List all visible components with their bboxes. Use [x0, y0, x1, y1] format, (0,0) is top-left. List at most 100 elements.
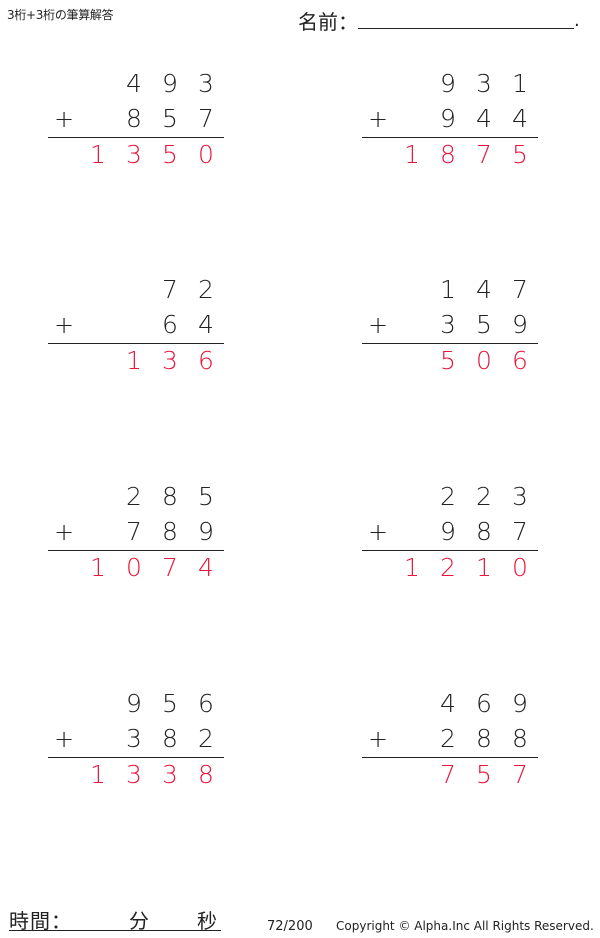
answer-digit: 8: [440, 140, 456, 169]
digit: 7: [126, 517, 142, 546]
name-label: 名前：: [298, 10, 358, 34]
answer-digit: 5: [162, 140, 178, 169]
digit: 4: [126, 69, 142, 98]
page-number: 72/200: [267, 919, 313, 934]
answer-digit: 6: [512, 346, 528, 375]
name-underline[interactable]: [358, 28, 574, 29]
answer-digit: 1: [404, 140, 420, 169]
sum-line: [362, 550, 538, 551]
answer-digit: 0: [126, 553, 142, 582]
plus-sign: +: [368, 725, 389, 753]
sum-line: [362, 757, 538, 758]
digit: 4: [440, 689, 456, 718]
sum-line: [362, 137, 538, 138]
digit: 9: [126, 689, 142, 718]
digit: 6: [162, 310, 178, 339]
answer-digit: 1: [90, 760, 106, 789]
digit: 2: [198, 724, 214, 753]
digit: 3: [126, 724, 142, 753]
digit: 2: [476, 482, 492, 511]
digit: 4: [512, 104, 528, 133]
digit: 3: [198, 69, 214, 98]
answer-digit: 0: [198, 140, 214, 169]
sum-line: [48, 757, 224, 758]
name-terminator: .: [574, 10, 580, 31]
time-underline: [9, 930, 221, 931]
answer-digit: 1: [404, 553, 420, 582]
plus-sign: +: [54, 518, 75, 546]
time-record[interactable]: 時間： 分 秒: [9, 905, 223, 933]
digit: 5: [476, 310, 492, 339]
plus-sign: +: [54, 105, 75, 133]
digit: 2: [198, 275, 214, 304]
digit: 4: [476, 104, 492, 133]
digit: 2: [126, 482, 142, 511]
digit: 3: [440, 310, 456, 339]
digit: 6: [198, 689, 214, 718]
plus-sign: +: [368, 518, 389, 546]
digit: 8: [162, 482, 178, 511]
digit: 9: [512, 689, 528, 718]
digit: 5: [162, 689, 178, 718]
digit: 9: [440, 69, 456, 98]
digit: 1: [512, 69, 528, 98]
digit: 8: [512, 724, 528, 753]
digit: 7: [198, 104, 214, 133]
plus-sign: +: [54, 725, 75, 753]
digit: 4: [198, 310, 214, 339]
digit: 4: [476, 275, 492, 304]
answer-digit: 5: [440, 346, 456, 375]
answer-digit: 1: [126, 346, 142, 375]
digit: 7: [512, 275, 528, 304]
digit: 5: [198, 482, 214, 511]
digit: 3: [476, 69, 492, 98]
answer-digit: 7: [512, 760, 528, 789]
digit: 9: [512, 310, 528, 339]
answer-digit: 0: [476, 346, 492, 375]
digit: 8: [162, 724, 178, 753]
answer-digit: 8: [198, 760, 214, 789]
plus-sign: +: [54, 311, 75, 339]
digit: 9: [162, 69, 178, 98]
answer-digit: 5: [476, 760, 492, 789]
digit: 1: [440, 275, 456, 304]
seconds-label: 秒: [197, 909, 217, 933]
answer-digit: 7: [476, 140, 492, 169]
answer-digit: 5: [512, 140, 528, 169]
sum-line: [48, 137, 224, 138]
name-field[interactable]: 名前： .: [298, 6, 588, 34]
answer-digit: 3: [162, 760, 178, 789]
answer-digit: 7: [162, 553, 178, 582]
digit: 7: [512, 517, 528, 546]
answer-digit: 7: [440, 760, 456, 789]
answer-digit: 3: [126, 140, 142, 169]
time-label: 時間：: [9, 909, 72, 933]
plus-sign: +: [368, 105, 389, 133]
copyright-notice: Copyright © Alpha.Inc All Rights Reserve…: [336, 919, 594, 933]
digit: 7: [162, 275, 178, 304]
digit: 9: [440, 517, 456, 546]
page-title: 3桁+3桁の筆算解答: [7, 8, 114, 22]
